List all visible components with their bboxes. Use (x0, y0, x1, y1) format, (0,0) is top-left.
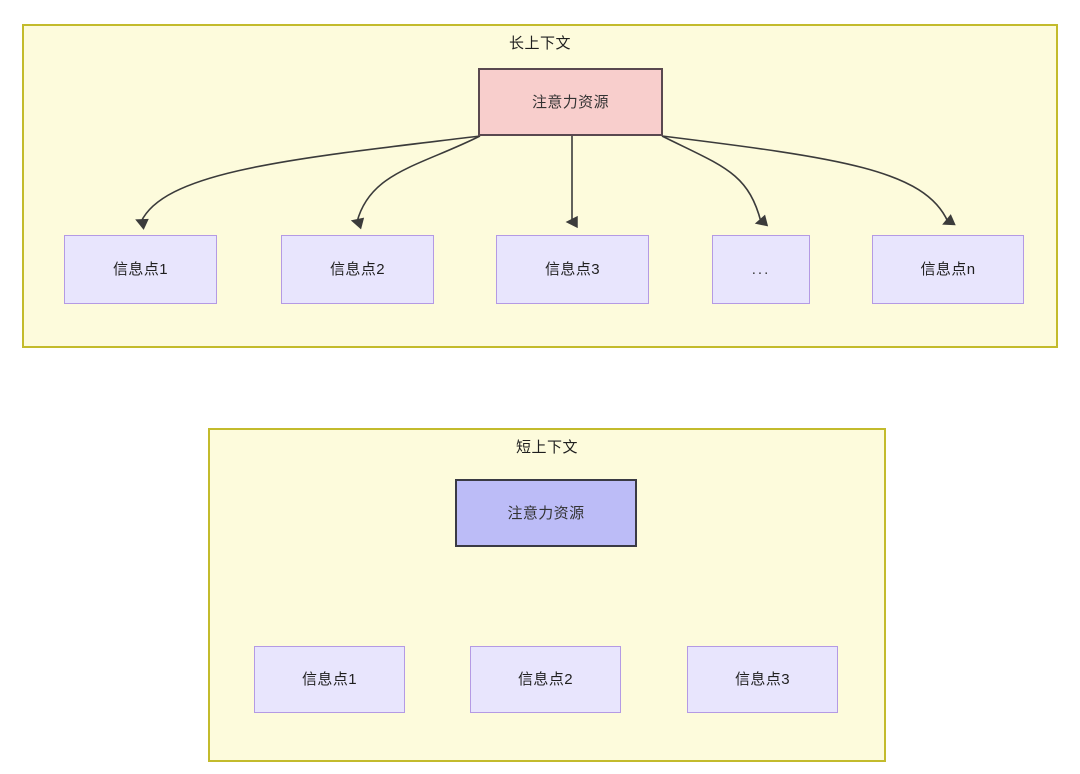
short-context-info-label-1: 信息点1 (302, 671, 357, 688)
long-context-info-label-2: 信息点2 (330, 261, 385, 278)
short-context-info-node-2[interactable]: 信息点2 (470, 646, 621, 713)
long-context-attention-label: 注意力资源 (531, 93, 609, 111)
long-context-info-node-2[interactable]: 信息点2 (281, 235, 434, 304)
short-context-panel-title: 短上下文 (515, 439, 578, 456)
short-context-attention-label: 注意力资源 (507, 504, 585, 522)
short-context-info-node-1[interactable]: 信息点1 (254, 646, 405, 713)
long-context-info-label-n: 信息点n (920, 261, 976, 278)
long-context-info-label-1: 信息点1 (113, 261, 168, 278)
long-context-info-node-1[interactable]: 信息点1 (64, 235, 217, 304)
long-context-info-node-ellipsis[interactable]: ... (712, 235, 810, 304)
long-context-info-label-ellipsis: ... (751, 261, 771, 278)
short-context-attention-node[interactable]: 注意力资源 (455, 479, 637, 547)
long-context-info-node-3[interactable]: 信息点3 (496, 235, 649, 304)
long-context-info-node-n[interactable]: 信息点n (872, 235, 1024, 304)
short-context-info-label-3: 信息点3 (735, 671, 790, 688)
long-context-info-label-3: 信息点3 (545, 261, 600, 278)
short-context-info-label-2: 信息点2 (518, 671, 573, 688)
long-context-attention-node[interactable]: 注意力资源 (478, 68, 663, 136)
long-context-panel-title: 长上下文 (508, 35, 571, 52)
short-context-info-node-3[interactable]: 信息点3 (687, 646, 838, 713)
